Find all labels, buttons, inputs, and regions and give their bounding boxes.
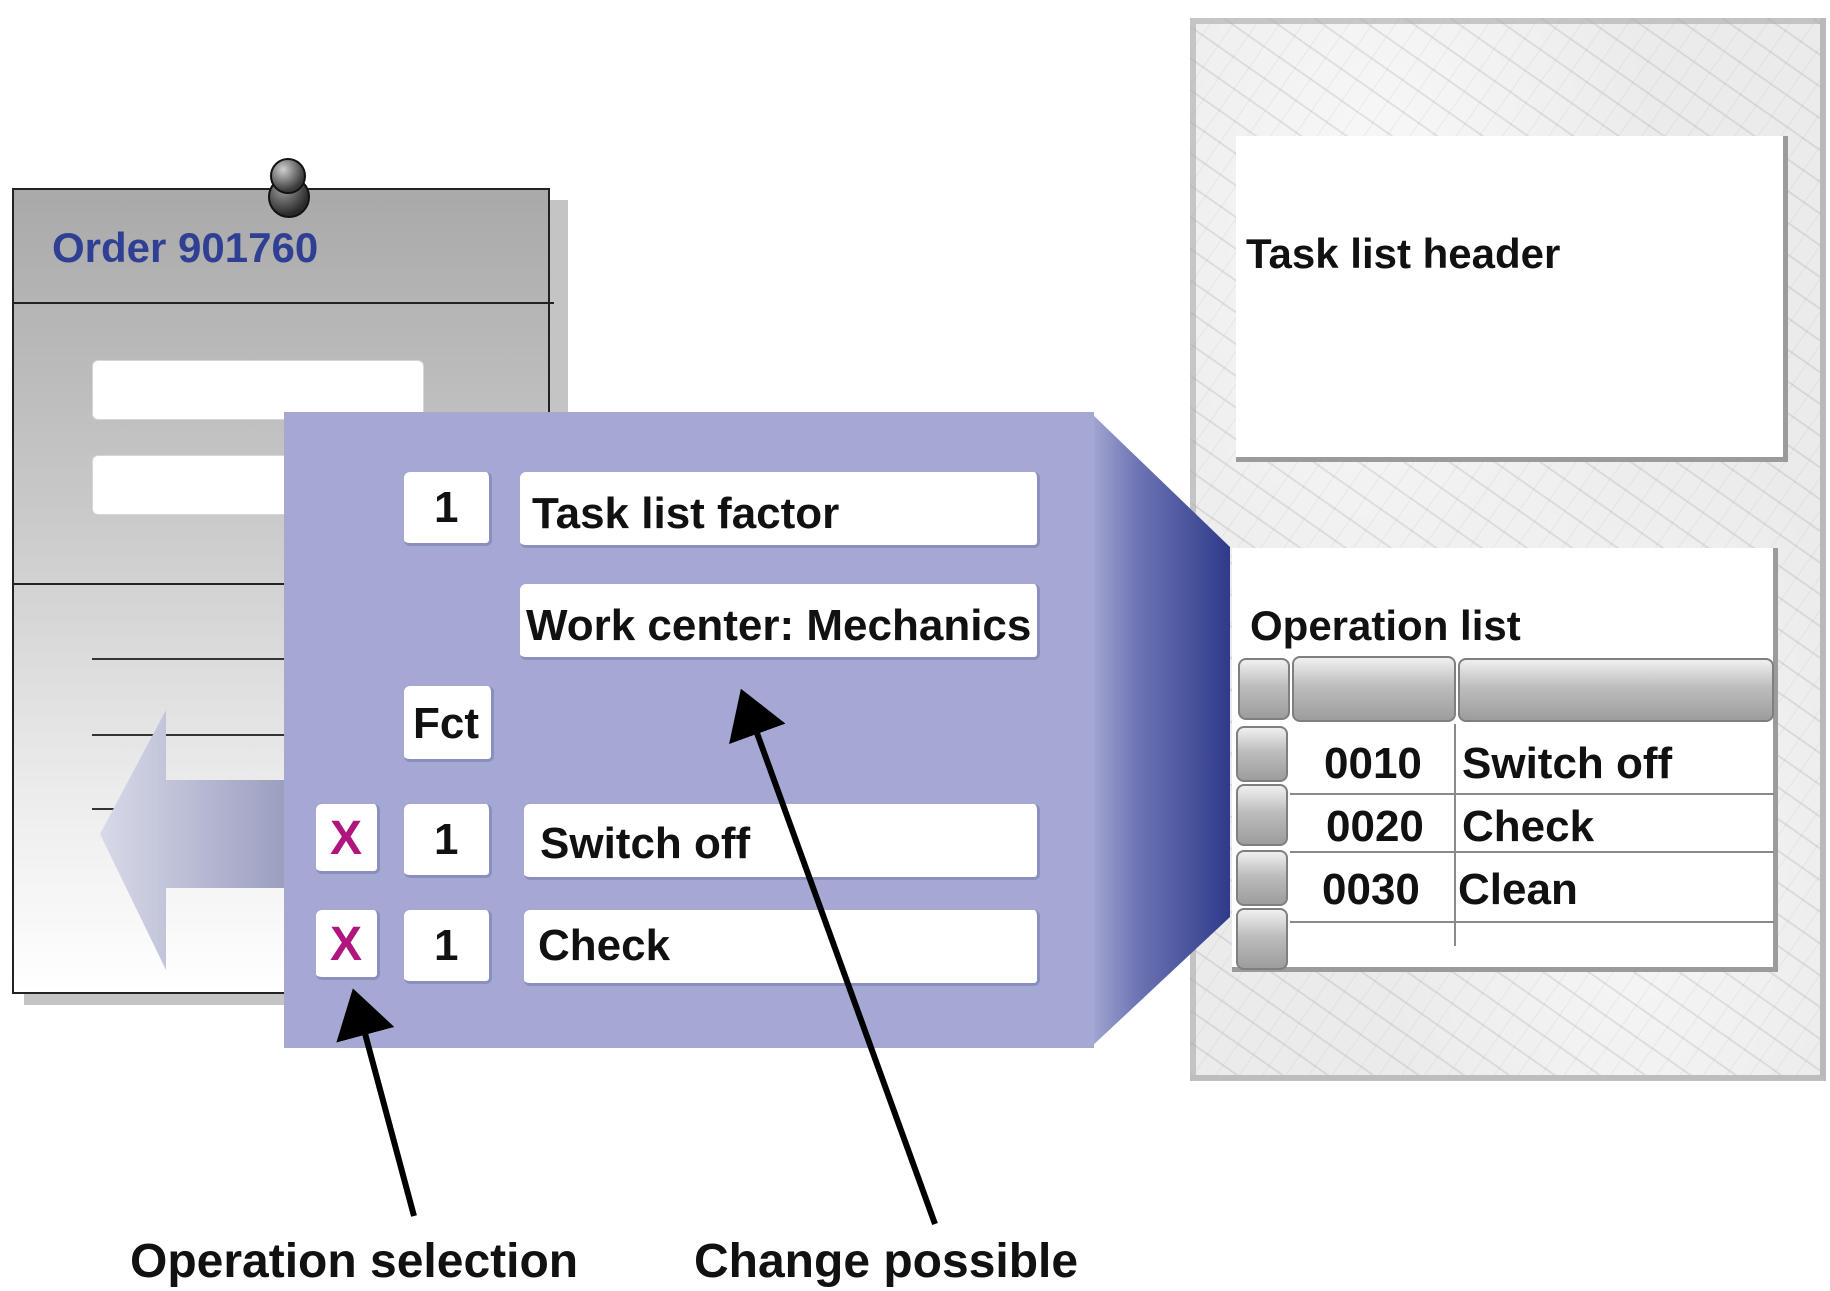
- row-selector[interactable]: [1236, 908, 1288, 970]
- row-divider: [1290, 921, 1774, 923]
- operation-text: Switch off: [540, 819, 751, 868]
- operation-text: Check: [1462, 802, 1595, 851]
- selection-callout-arrow: [336, 988, 417, 1217]
- operation-factor: 1: [434, 921, 459, 970]
- operation-number: 0030: [1322, 865, 1420, 914]
- column-header-number[interactable]: [1292, 656, 1456, 722]
- fct-label: Fct: [413, 699, 479, 748]
- work-center-box[interactable]: Work center: Mechanics: [520, 584, 1040, 660]
- operation-factor-box[interactable]: 1: [404, 910, 492, 984]
- operation-list-box: [1232, 548, 1778, 972]
- operation-list-label: Operation list: [1250, 602, 1521, 649]
- order-header-divider: [14, 302, 554, 304]
- operation-selection-label: Operation selection: [130, 1235, 579, 1288]
- arrow-left-icon: [100, 710, 320, 970]
- change-possible-label: Change possible: [694, 1235, 1079, 1288]
- factor-value-box[interactable]: 1: [404, 472, 492, 546]
- change-callout-arrow: [729, 688, 938, 1226]
- factor-label: Task list factor: [532, 489, 840, 538]
- work-center-label: Work center: Mechanics: [526, 601, 1032, 650]
- operation-text: Check: [538, 921, 671, 970]
- popup-perspective-side: [1090, 412, 1230, 1048]
- operation-select-checkbox[interactable]: X: [316, 804, 380, 874]
- operation-text-box[interactable]: Switch off: [524, 804, 1040, 880]
- row-selector[interactable]: [1236, 726, 1288, 782]
- operation-text: Clean: [1458, 865, 1578, 914]
- task-list-header-box: [1236, 136, 1788, 462]
- row-selector[interactable]: [1236, 850, 1288, 906]
- order-field: [92, 360, 424, 420]
- operation-text: Switch off: [1462, 739, 1673, 788]
- operation-factor: 1: [434, 815, 459, 864]
- factor-value: 1: [434, 483, 459, 532]
- operation-number: 0020: [1326, 802, 1424, 851]
- selected-mark: X: [330, 918, 363, 971]
- operation-select-checkbox[interactable]: X: [316, 910, 380, 980]
- operation-factor-box[interactable]: 1: [404, 804, 492, 878]
- order-line: [92, 734, 392, 736]
- row-divider: [1290, 793, 1774, 795]
- row-selector-header[interactable]: [1238, 658, 1290, 720]
- factor-label-box: Task list factor: [520, 472, 1040, 548]
- task-list-header-label: Task list header: [1246, 230, 1561, 277]
- operation-number: 0010: [1324, 739, 1422, 788]
- selected-mark: X: [330, 812, 363, 865]
- operation-text-box[interactable]: Check: [524, 910, 1040, 986]
- column-divider: [1454, 724, 1456, 946]
- order-title: Order 901760: [52, 224, 319, 271]
- order-line: [92, 658, 392, 660]
- row-selector[interactable]: [1236, 784, 1288, 846]
- column-header-text[interactable]: [1458, 658, 1774, 722]
- pushpin-head: [270, 158, 306, 194]
- fct-header-box: Fct: [404, 686, 494, 762]
- row-divider: [1290, 851, 1774, 853]
